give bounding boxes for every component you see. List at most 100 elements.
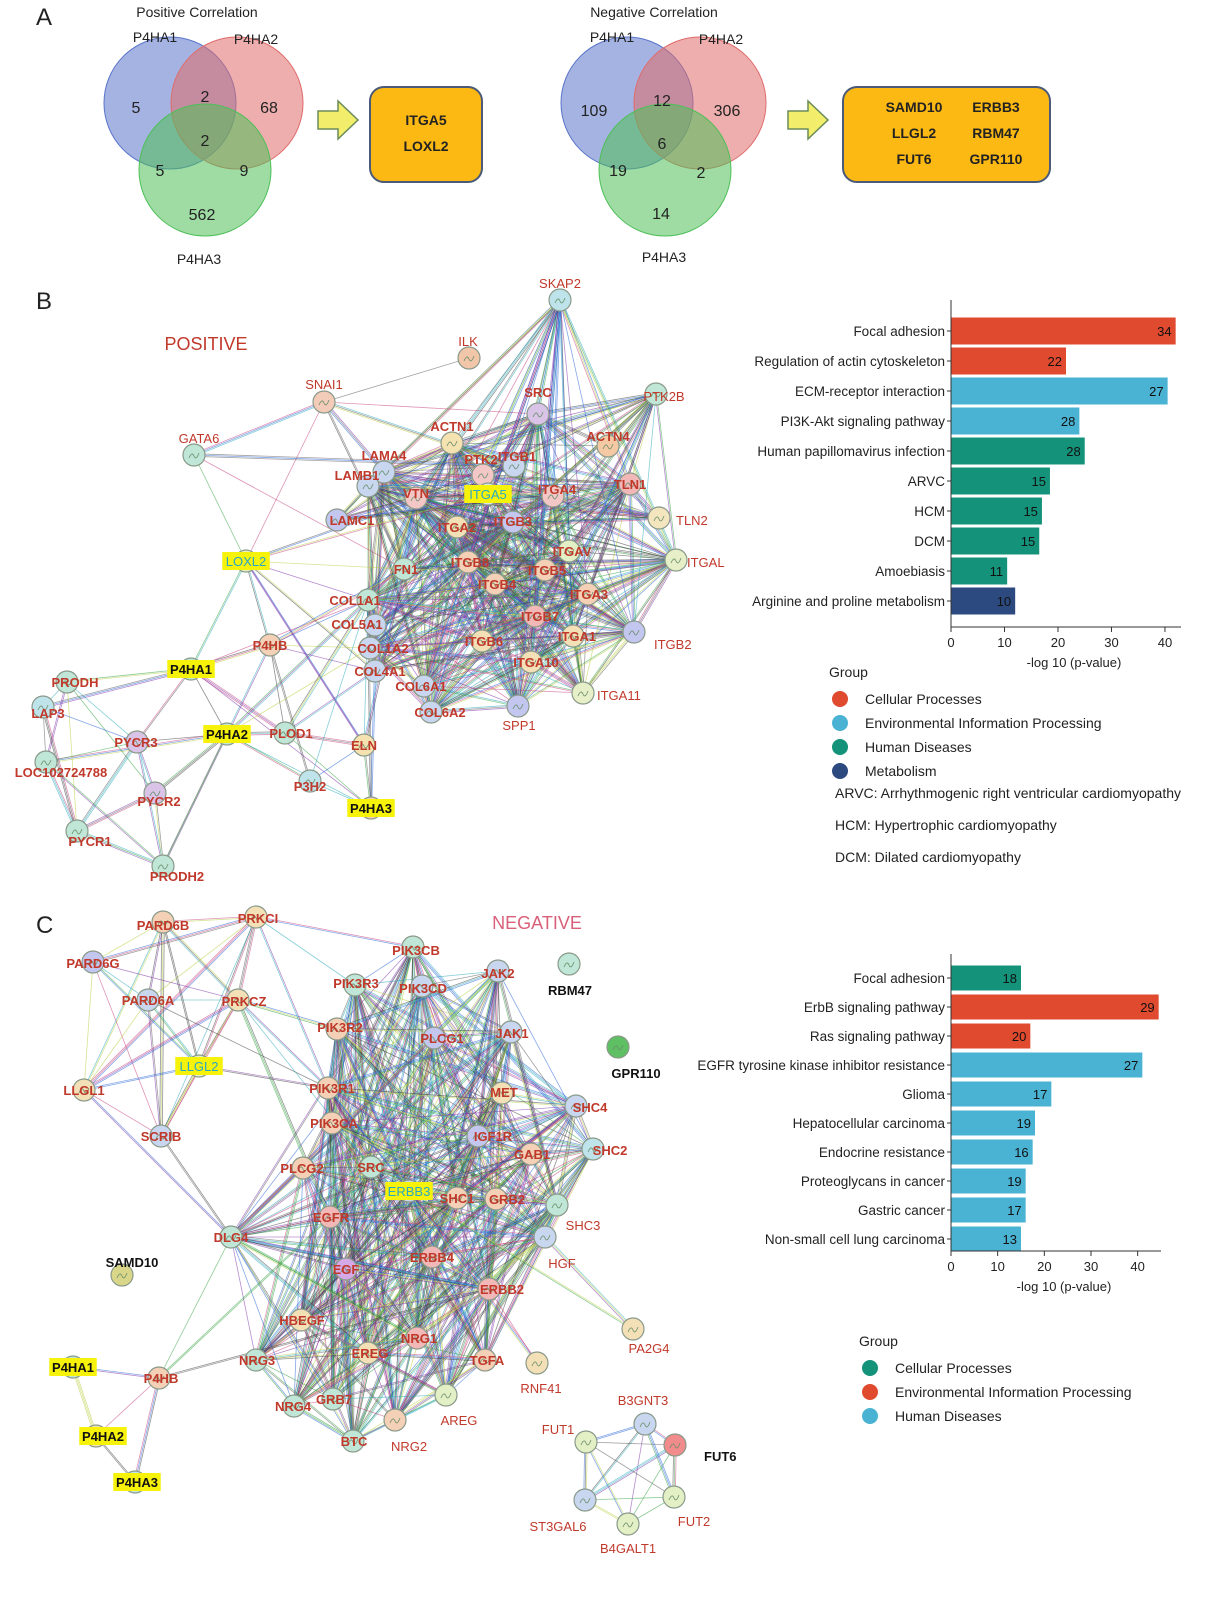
node-samd10: SAMD10 <box>106 1255 158 1287</box>
network-edge <box>246 560 272 645</box>
network-label-negative: NEGATIVE <box>492 913 582 933</box>
network-edge <box>585 1445 676 1502</box>
network-edge <box>230 1237 333 1400</box>
network-edge <box>237 999 331 1218</box>
network-edge <box>483 1153 531 1360</box>
network-edge <box>369 647 432 713</box>
protein-structure-icon <box>653 515 665 522</box>
bar-category-label: Glioma <box>902 1087 945 1102</box>
network-edge <box>531 300 562 663</box>
node-circle <box>31 695 55 719</box>
network-edge <box>93 917 257 964</box>
protein-structure-icon <box>567 633 579 640</box>
node-circle <box>298 769 322 793</box>
network-edge <box>229 1030 511 1237</box>
network-edge <box>162 733 228 867</box>
network-edge <box>160 1065 200 1137</box>
network-edge <box>231 1236 334 1399</box>
node-pik3r2: PIK3R2 <box>317 1017 363 1041</box>
node-label: ACTN4 <box>586 429 630 444</box>
network-edge <box>303 1167 490 1289</box>
network-edge <box>82 915 256 1090</box>
network-edge <box>92 962 199 1067</box>
protein-structure-icon <box>362 597 374 604</box>
network-edge <box>255 1351 368 1360</box>
network-edge <box>345 1236 546 1270</box>
protein-structure-icon <box>483 1286 495 1293</box>
network-edge <box>158 1236 232 1379</box>
network-edge <box>328 1032 512 1090</box>
network-edge <box>293 1216 331 1407</box>
node-fut2: FUT2 <box>662 1485 710 1529</box>
protein-structure-icon <box>304 778 316 785</box>
network-edge <box>231 1217 331 1239</box>
protein-structure-icon <box>264 642 276 649</box>
network-edge <box>245 465 514 561</box>
network-edge <box>417 1289 490 1339</box>
node-circle <box>499 1020 523 1044</box>
bar-value-label: 20 <box>1012 1029 1026 1044</box>
highlight-box <box>385 1182 433 1200</box>
network-edge <box>367 392 656 486</box>
node-circle <box>392 557 416 581</box>
protein-structure-icon <box>670 557 682 564</box>
network-edge <box>302 1168 489 1290</box>
network-edge <box>76 792 156 832</box>
node-label: PIK3CB <box>392 943 440 958</box>
network-edge <box>193 455 514 468</box>
network-edge <box>584 1444 676 1501</box>
result-box <box>369 86 483 183</box>
network-edge <box>482 475 676 561</box>
node-label: LLGL2 <box>179 1059 218 1074</box>
node-nrg2: NRG2 <box>383 1408 427 1454</box>
node-src: SRC <box>357 1155 385 1179</box>
node-label: COL4A1 <box>354 664 405 679</box>
highlight-box <box>464 485 512 503</box>
venn-title: Negative Correlation <box>590 4 718 20</box>
network-edge <box>502 1091 577 1106</box>
network-edge <box>498 970 559 1205</box>
protein-structure-icon <box>505 1029 517 1036</box>
node-circle <box>273 721 297 745</box>
network-edge <box>553 300 562 497</box>
network-edge <box>495 582 589 594</box>
bar-value-label: 15 <box>1031 474 1045 489</box>
network-edge <box>430 615 536 713</box>
node-label: AREG <box>441 1413 478 1428</box>
network-edge <box>543 1237 633 1331</box>
network-edge <box>582 631 635 694</box>
network-edge <box>256 1353 369 1362</box>
network-edge <box>403 521 513 569</box>
network-edge <box>92 915 256 962</box>
network-edge <box>332 1268 347 1400</box>
network-edge <box>394 1236 545 1420</box>
node-circle <box>321 1387 345 1411</box>
protein-structure-icon <box>418 683 430 690</box>
node-egf: EGF <box>333 1257 359 1281</box>
network-edge <box>191 667 286 733</box>
network-edge <box>501 1093 576 1108</box>
network-edge <box>331 1123 593 1151</box>
network-edge <box>77 829 164 866</box>
result-gene: FUT6 <box>897 151 932 167</box>
network-edge <box>494 299 561 585</box>
node-circle <box>490 1081 514 1105</box>
node-circle <box>545 1193 569 1217</box>
node-circle <box>143 781 167 805</box>
network-edge <box>154 733 228 794</box>
node-itga4: ITGA4 <box>538 482 577 508</box>
network-edge <box>323 401 385 473</box>
network-edge <box>294 1338 418 1407</box>
network-edge <box>559 299 574 637</box>
network-edge <box>362 568 404 745</box>
network-edge <box>585 1441 676 1446</box>
node-label: ITGB4 <box>478 577 517 592</box>
network-edge <box>369 614 535 648</box>
protein-structure-icon <box>525 659 537 666</box>
network-edge <box>367 1353 485 1362</box>
network-edge <box>477 1104 576 1136</box>
network-edge <box>530 559 677 663</box>
node-label: ITGA2 <box>438 520 476 535</box>
network-edge <box>530 299 561 663</box>
node-circle <box>486 959 510 983</box>
